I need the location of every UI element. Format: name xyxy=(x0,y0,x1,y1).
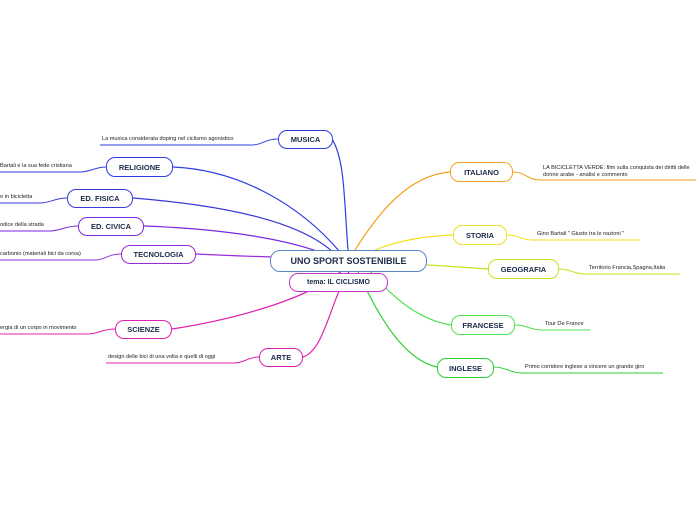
branch-tecnologia[interactable]: TECNOLOGIA xyxy=(121,245,196,264)
branch-geografia-label: GEOGRAFIA xyxy=(500,264,547,274)
leaf-connector-scienze xyxy=(0,328,116,335)
connector-italiano xyxy=(354,171,451,251)
central-topic-label: UNO SPORT SOSTENIBILE xyxy=(290,256,407,266)
branch-edcivica[interactable]: ED. CIVICA xyxy=(78,217,144,236)
branch-arte-label: ARTE xyxy=(270,353,292,362)
leaf-connector-arte xyxy=(106,356,260,364)
branch-musica[interactable]: MUSICA xyxy=(278,130,333,149)
note-storia[interactable]: Gino Bartali " Giusto tra le nazioni " xyxy=(537,231,625,237)
connector-musica xyxy=(331,138,349,251)
branch-inglese[interactable]: INGLESE xyxy=(437,358,494,378)
connector-edfisica xyxy=(132,197,336,255)
leaf-connector-italiano xyxy=(512,171,696,181)
subtopic-label: tema: IL CICLISMO xyxy=(307,279,370,286)
note-inglese[interactable]: Primo corridore inglese a vincere un gra… xyxy=(525,364,645,370)
note-arte[interactable]: design delle bici di una volta e quelli … xyxy=(108,354,216,360)
leaf-connector-geografia xyxy=(558,268,680,275)
note-tecnologia[interactable]: carbonio (materiali bici da corsa) xyxy=(0,251,81,257)
note-italiano[interactable]: LA BICICLETTA VERDE: film sulla conquist… xyxy=(543,165,696,179)
leaf-connector-francese xyxy=(514,324,590,331)
connector-geografia xyxy=(426,264,489,270)
note-geografia[interactable]: Territorio Francia,Spagna,Italia xyxy=(589,265,666,271)
leaf-connector-storia xyxy=(506,234,640,241)
note-religione[interactable]: Bartali e la sua fede cristiana xyxy=(0,163,72,169)
leaf-connector-musica xyxy=(100,138,279,146)
leaf-connector-religione xyxy=(0,166,107,173)
subtopic-node[interactable]: tema: IL CICLISMO xyxy=(289,273,388,292)
note-italiano-line1: LA BICICLETTA VERDE: film sulla conquist… xyxy=(543,165,690,171)
branch-francese[interactable]: FRANCESE xyxy=(451,315,515,335)
branch-religione[interactable]: RELIGIONE xyxy=(106,157,173,177)
connector-tecnologia xyxy=(195,253,273,258)
branch-scienze[interactable]: SCIENZE xyxy=(115,320,172,339)
leaf-connector-tecnologia xyxy=(0,253,122,261)
branch-francese-label: FRANCESE xyxy=(462,320,504,330)
note-edcivica[interactable]: odice della strada xyxy=(0,222,44,228)
leaf-connector-edfisica xyxy=(0,197,68,204)
branch-storia-label: STORIA xyxy=(465,230,495,240)
branch-musica-label: MUSICA xyxy=(290,135,321,144)
branch-scienze-label: SCIENZE xyxy=(127,325,160,334)
branch-storia[interactable]: STORIA xyxy=(453,225,507,245)
branch-italiano[interactable]: ITALIANO xyxy=(450,162,513,182)
connector-storia xyxy=(374,234,454,251)
note-edfisica[interactable]: o in bicicletta xyxy=(0,194,33,200)
note-scienze[interactable]: ergia di un corpo in movimento xyxy=(0,325,77,331)
branch-edfisica[interactable]: ED. FISICA xyxy=(67,189,133,208)
note-italiano-line2: donne arabe - analisi e commento xyxy=(543,172,628,178)
leaf-connector-inglese xyxy=(493,366,663,374)
branch-edfisica-label: ED. FISICA xyxy=(80,194,120,203)
note-musica[interactable]: La musica considerata doping nel ciclism… xyxy=(102,136,234,142)
central-topic[interactable]: UNO SPORT SOSTENIBILE xyxy=(270,250,427,272)
connector-edcivica xyxy=(143,225,331,257)
branch-italiano-label: ITALIANO xyxy=(464,167,499,177)
branch-arte[interactable]: ARTE xyxy=(259,348,303,367)
connector-religione xyxy=(172,166,341,253)
note-francese[interactable]: Tour De France xyxy=(545,321,584,327)
branch-inglese-label: INGLESE xyxy=(449,363,482,373)
leaf-connector-edcivica xyxy=(0,225,79,232)
branch-tecnologia-label: TECNOLOGIA xyxy=(133,250,184,259)
branch-religione-label: RELIGIONE xyxy=(118,162,161,172)
branch-geografia[interactable]: GEOGRAFIA xyxy=(488,259,559,279)
branch-edcivica-label: ED. CIVICA xyxy=(90,222,131,231)
